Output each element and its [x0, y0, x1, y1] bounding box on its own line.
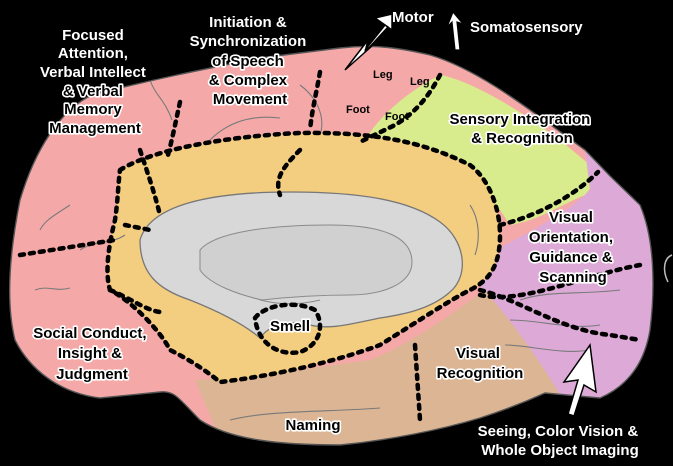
initiation-line-1: Initiation & [209, 14, 287, 31]
visual-orientation-line-4: Scanning [539, 269, 607, 286]
smell-label: Smell [270, 318, 310, 335]
motor-label: Motor [392, 9, 434, 26]
seeing-line-2: Whole Object Imaging [481, 442, 639, 459]
social-line-2: Insight & [58, 345, 122, 362]
initiation-line-2: Synchronization [190, 33, 307, 50]
ventricle [200, 225, 412, 300]
visual-recognition-line-1: Visual [456, 345, 500, 362]
initiation-line-3: of Speech [212, 53, 284, 70]
initiation-line-5: Movement [213, 91, 287, 108]
initiation-line-4: & Complex [209, 72, 288, 89]
seeing-line-1: Seeing, Color Vision & [478, 423, 639, 440]
visual-recognition-line-2: Recognition [437, 365, 524, 382]
naming-label: Naming [285, 417, 340, 434]
visual-orientation-line-3: Guidance & [529, 249, 613, 266]
focused-line-1: Focused [62, 27, 124, 44]
focused-line-2: Attention, [58, 45, 128, 62]
focused-line-6: Management [49, 120, 141, 137]
foot-motor-label: Foot [346, 104, 370, 116]
leg-sensory-label: Leg [410, 76, 430, 88]
sensory-integration-line-2: & Recognition [471, 130, 573, 147]
visual-orientation-line-2: Orientation, [529, 229, 613, 246]
focused-line-3: Verbal Intellect [40, 64, 146, 81]
leg-motor-label: Leg [373, 69, 393, 81]
visual-orientation-line-1: Visual [549, 209, 593, 226]
somatosensory-label: Somatosensory [470, 19, 583, 36]
focused-line-5: Memory [64, 101, 122, 118]
social-line-1: Social Conduct, [33, 325, 146, 342]
sensory-integration-line-1: Sensory Integration [449, 111, 590, 128]
focused-line-4: & Verbal [63, 83, 123, 100]
foot-sensory-label: Foot [385, 111, 409, 123]
social-line-3: Judgment [56, 366, 128, 383]
